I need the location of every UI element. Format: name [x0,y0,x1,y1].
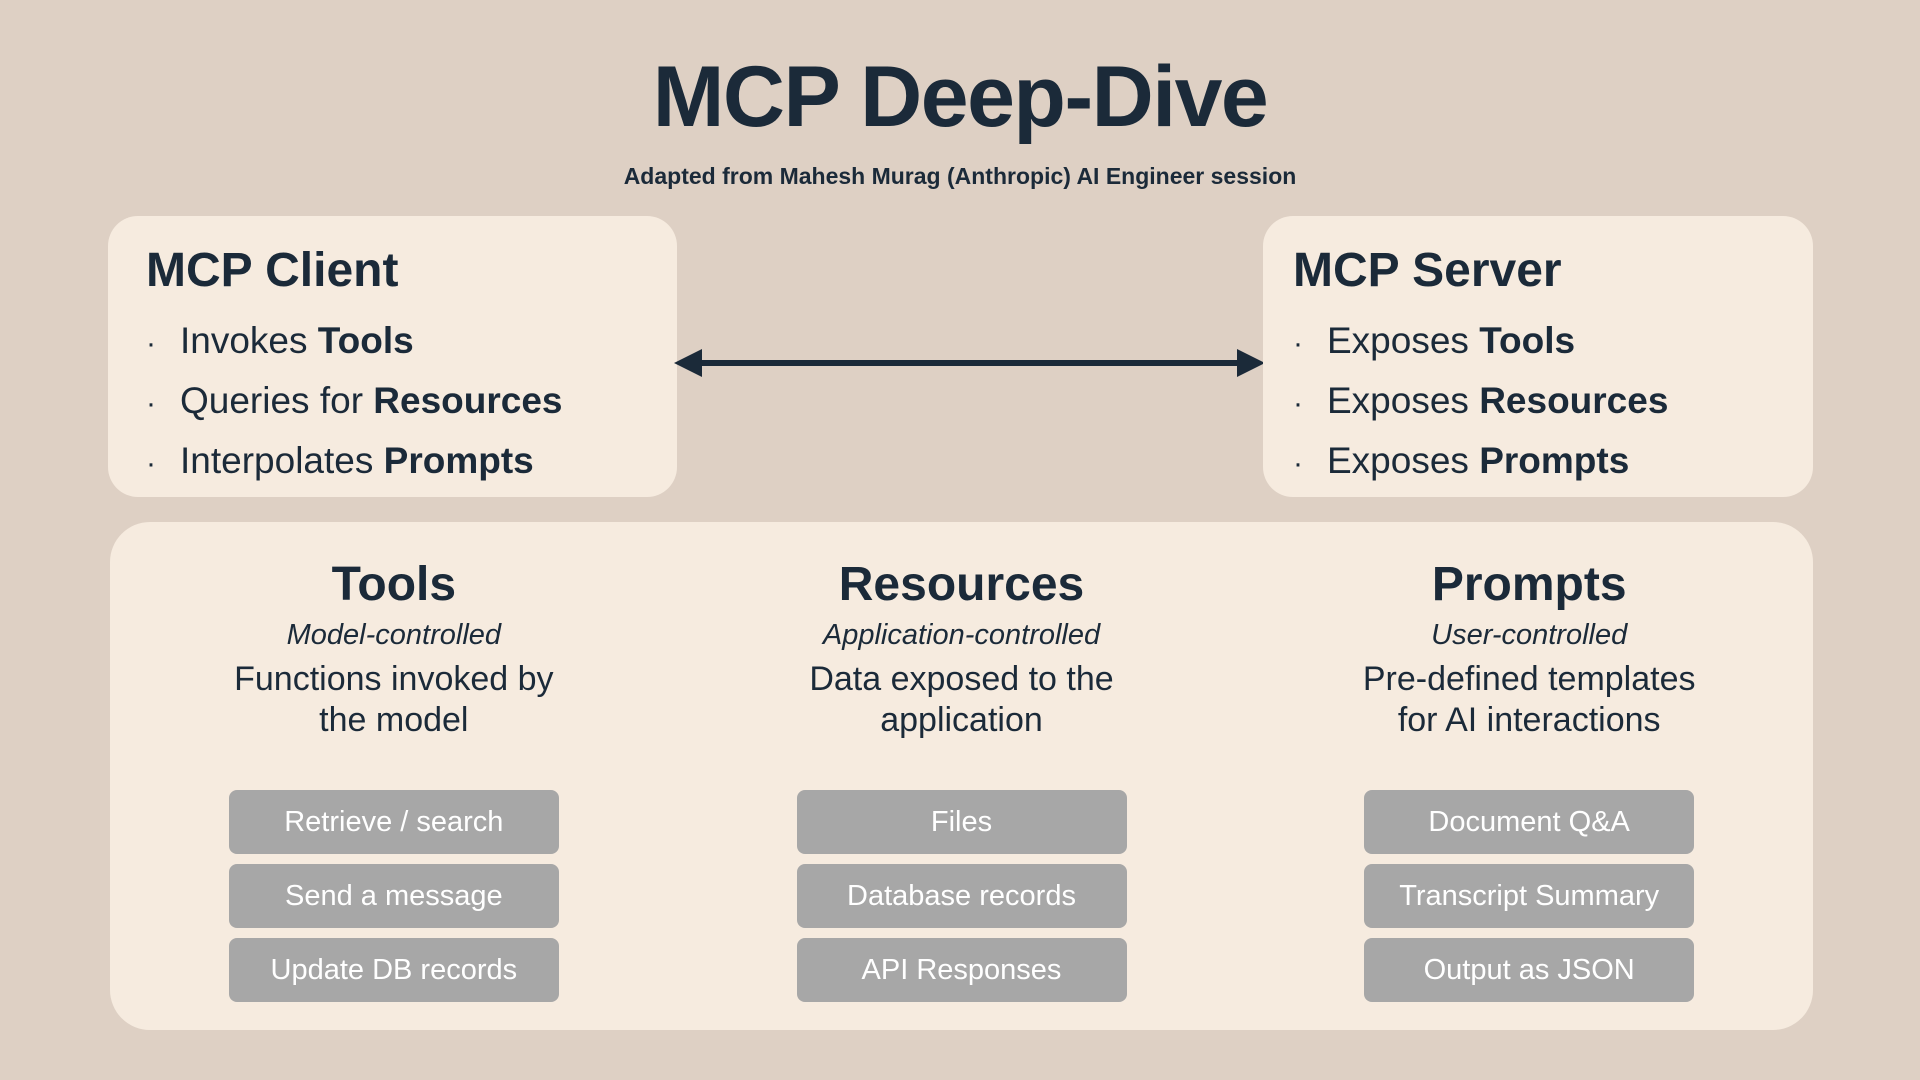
item-prefix: Exposes [1327,320,1480,362]
example-pill: Update DB records [228,938,559,1003]
example-pill: Document Q&A [1364,790,1695,855]
mcp-server-list: · Exposes Tools · Exposes Resources · Ex… [1293,312,1783,492]
item-keyword: Prompts [383,440,534,482]
bullet-icon: · [146,387,156,421]
example-pill: Output as JSON [1364,938,1695,1003]
item-keyword: Resources [373,380,563,422]
tools-examples: Retrieve / search Send a message Update … [228,790,559,1003]
example-pill: Database records [796,864,1127,929]
item-keyword: Tools [1479,320,1576,362]
prompts-examples: Document Q&A Transcript Summary Output a… [1364,790,1695,1003]
item-prefix: Interpolates [180,440,384,482]
page-title: MCP Deep-Dive [652,49,1269,145]
prompts-column: Prompts User-controlled Pre-defined temp… [1245,522,1813,1030]
mcp-client-list: · Invokes Tools · Queries for Resources … [146,312,647,492]
list-item: · Exposes Resources [1293,372,1783,432]
item-prefix: Exposes [1327,440,1480,482]
capabilities-panel: Tools Model-controlled Functions invoked… [110,522,1813,1030]
server-item-text: Exposes Prompts [1327,432,1629,489]
tools-title: Tools [331,558,457,611]
item-keyword: Tools [317,320,414,362]
resources-control-label: Application-controlled [822,618,1101,651]
mcp-server-card: MCP Server · Exposes Tools · Exposes Res… [1263,216,1813,497]
bullet-icon: · [1293,447,1303,481]
mcp-client-card: MCP Client · Invokes Tools · Queries for… [108,216,677,497]
server-item-text: Exposes Resources [1327,372,1668,429]
item-prefix: Queries for [180,380,374,422]
prompts-control-label: User-controlled [1431,618,1628,651]
tools-description: Functions invoked by the model [234,659,554,739]
tools-column: Tools Model-controlled Functions invoked… [110,522,678,1030]
page-subtitle: Adapted from Mahesh Murag (Anthropic) AI… [623,163,1297,189]
mcp-client-title: MCP Client [146,244,399,297]
item-prefix: Exposes [1327,380,1480,422]
list-item: · Exposes Tools [1293,312,1783,372]
server-item-text: Exposes Tools [1327,312,1575,369]
bidirectional-arrow-icon [674,349,1265,377]
resources-description: Data exposed to the application [809,659,1114,739]
resources-examples: Files Database records API Responses [796,790,1127,1003]
example-pill: API Responses [796,938,1127,1003]
list-item: · Interpolates Prompts [146,432,647,492]
bullet-icon: · [146,447,156,481]
item-keyword: Resources [1479,380,1669,422]
bullet-icon: · [146,327,156,361]
resources-title: Resources [838,558,1085,611]
item-keyword: Prompts [1479,440,1630,482]
mcp-server-title: MCP Server [1293,244,1562,297]
list-item: · Exposes Prompts [1293,432,1783,492]
example-pill: Retrieve / search [228,790,559,855]
example-pill: Files [796,790,1127,855]
list-item: · Invokes Tools [146,312,647,372]
example-pill: Transcript Summary [1364,864,1695,929]
prompts-description: Pre-defined templates for AI interaction… [1362,659,1696,739]
client-item-text: Queries for Resources [180,372,563,429]
prompts-title: Prompts [1431,558,1627,611]
client-item-text: Interpolates Prompts [180,432,534,489]
list-item: · Queries for Resources [146,372,647,432]
resources-column: Resources Application-controlled Data ex… [678,522,1246,1030]
bullet-icon: · [1293,387,1303,421]
item-prefix: Invokes [180,320,318,362]
bullet-icon: · [1293,327,1303,361]
client-item-text: Invokes Tools [180,312,414,369]
tools-control-label: Model-controlled [286,618,502,651]
example-pill: Send a message [228,864,559,929]
